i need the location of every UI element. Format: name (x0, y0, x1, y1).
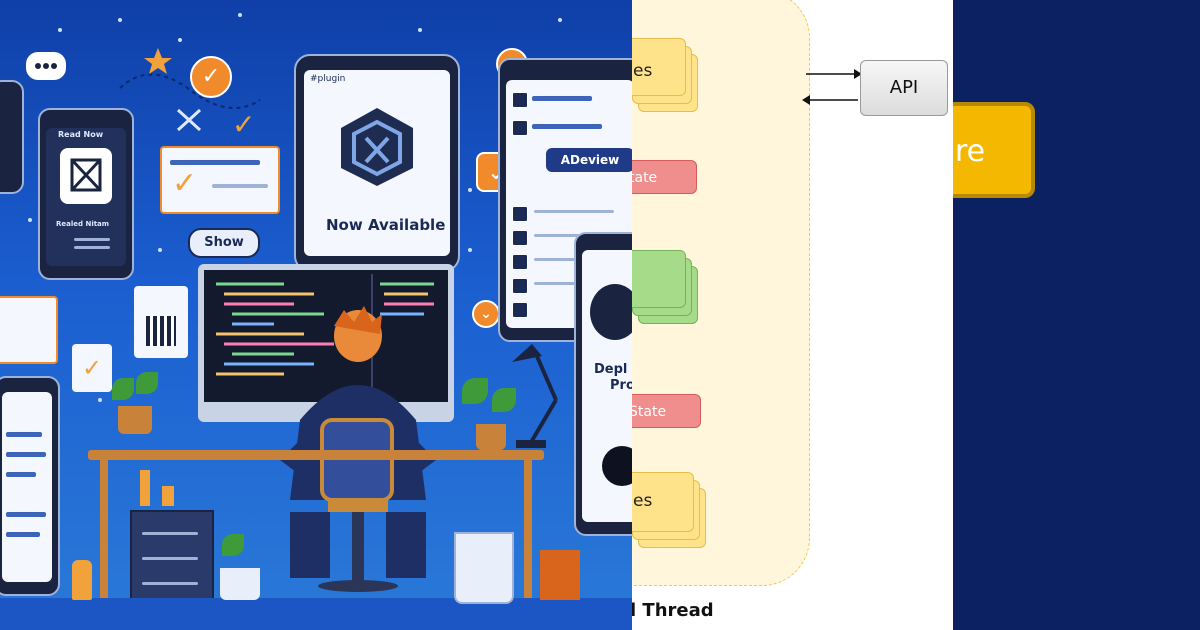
list-text-line (6, 432, 42, 437)
check-mark-icon: ✓ (172, 166, 198, 201)
cta-button-label: re (955, 134, 986, 169)
phone-caption: Realed Nitam (56, 220, 110, 228)
cta-button[interactable]: re (953, 102, 1035, 198)
deploy-phone: Depl Pro (574, 232, 632, 536)
stack-card: es (632, 38, 686, 96)
list-text-line (532, 96, 592, 101)
stack-label: es (633, 61, 653, 81)
drawer-handle (142, 557, 198, 560)
browser-tag: #plugin (310, 74, 346, 84)
api-box: API (860, 60, 948, 116)
apple-logo-icon (602, 446, 632, 486)
left-card (0, 296, 58, 364)
list-text-line (534, 210, 614, 213)
plant-leaf-icon (222, 534, 244, 556)
deploy-logo-icon (590, 284, 632, 340)
phone-text-line (74, 238, 110, 241)
list-text-line (6, 532, 40, 537)
code-editor (204, 270, 448, 402)
diagram-panel: es tate State es l Thread API (632, 0, 953, 630)
browser-text-line (170, 160, 260, 165)
phone-text-line (74, 246, 110, 249)
dark-panel: re (953, 0, 1200, 630)
monitor (198, 264, 454, 422)
now-available-label: Now Available (326, 216, 446, 234)
bottle (162, 486, 174, 506)
floor (0, 598, 632, 630)
checkbox-icon (512, 206, 528, 222)
app-logo-icon (60, 148, 112, 204)
checkbox-icon (512, 120, 528, 136)
checkbox-icon (512, 278, 528, 294)
center-phone: #plugin Now Available (294, 54, 460, 272)
checkbox-icon (512, 230, 528, 246)
qr-card (134, 286, 188, 358)
bottle (140, 470, 150, 506)
plant-leaf-icon (492, 388, 516, 412)
plant-leaf-icon (112, 378, 134, 400)
drawer-handle (142, 532, 198, 535)
check-mark-icon: ✓ (232, 108, 256, 141)
drawer-handle (142, 582, 198, 585)
api-arrows (802, 69, 862, 105)
checkbox-icon (512, 302, 528, 318)
desk-top (88, 450, 544, 460)
qr-code-icon (146, 316, 176, 346)
left-lower-phone (0, 376, 60, 596)
stack-card: es (632, 472, 694, 532)
browser-text-line (212, 184, 268, 188)
edge-phone (0, 80, 24, 194)
check-badge-icon: ✓ (190, 56, 232, 98)
pencil-cup (540, 550, 580, 600)
plant-leaf-icon (462, 378, 488, 404)
state-box: State (632, 394, 701, 428)
plant-pot (220, 568, 260, 600)
state-box: tate (632, 160, 697, 194)
decor-sparkles (18, 13, 562, 412)
developer-figure (280, 306, 436, 592)
bottle (72, 560, 92, 600)
drawer-cabinet (130, 510, 214, 604)
plant-pot (118, 406, 152, 434)
list-text-line (6, 472, 36, 477)
illustration-panel: Read Now Realed Nitam ✓ ✓ ⌄ ⌄ ✓ ✓ Show #… (0, 0, 632, 630)
list-text-line (6, 452, 46, 457)
thread-label: l Thread (632, 600, 714, 621)
stack-label: es (633, 491, 653, 511)
show-button[interactable]: Show (188, 228, 260, 258)
deploy-text: Pro (610, 378, 632, 393)
checkbox-icon (512, 254, 528, 270)
plant-pot (476, 424, 506, 450)
desk-lamp-icon (512, 344, 558, 448)
desk-leg (100, 460, 108, 600)
news-phone: Read Now Realed Nitam (38, 108, 134, 280)
bucket (454, 532, 514, 604)
list-text-line (534, 234, 614, 237)
list-text-line (532, 124, 602, 129)
chat-bubble-icon (26, 52, 66, 80)
aboveview-button[interactable]: ADeview (546, 148, 632, 172)
hexagon-logo-icon (341, 108, 413, 186)
deploy-text: Depl (594, 362, 628, 377)
stack-card (632, 250, 686, 308)
list-text-line (6, 512, 46, 517)
tag-check-icon: ✓ (72, 344, 112, 392)
checkbox-icon (512, 92, 528, 108)
plant-leaf-icon (136, 372, 158, 394)
desk-leg (524, 460, 532, 600)
chevron-down-badge-icon: ⌄ (472, 300, 500, 328)
code-lines-icon (216, 274, 434, 398)
phone-heading: Read Now (58, 130, 104, 139)
browser-card: ✓ (160, 146, 280, 214)
